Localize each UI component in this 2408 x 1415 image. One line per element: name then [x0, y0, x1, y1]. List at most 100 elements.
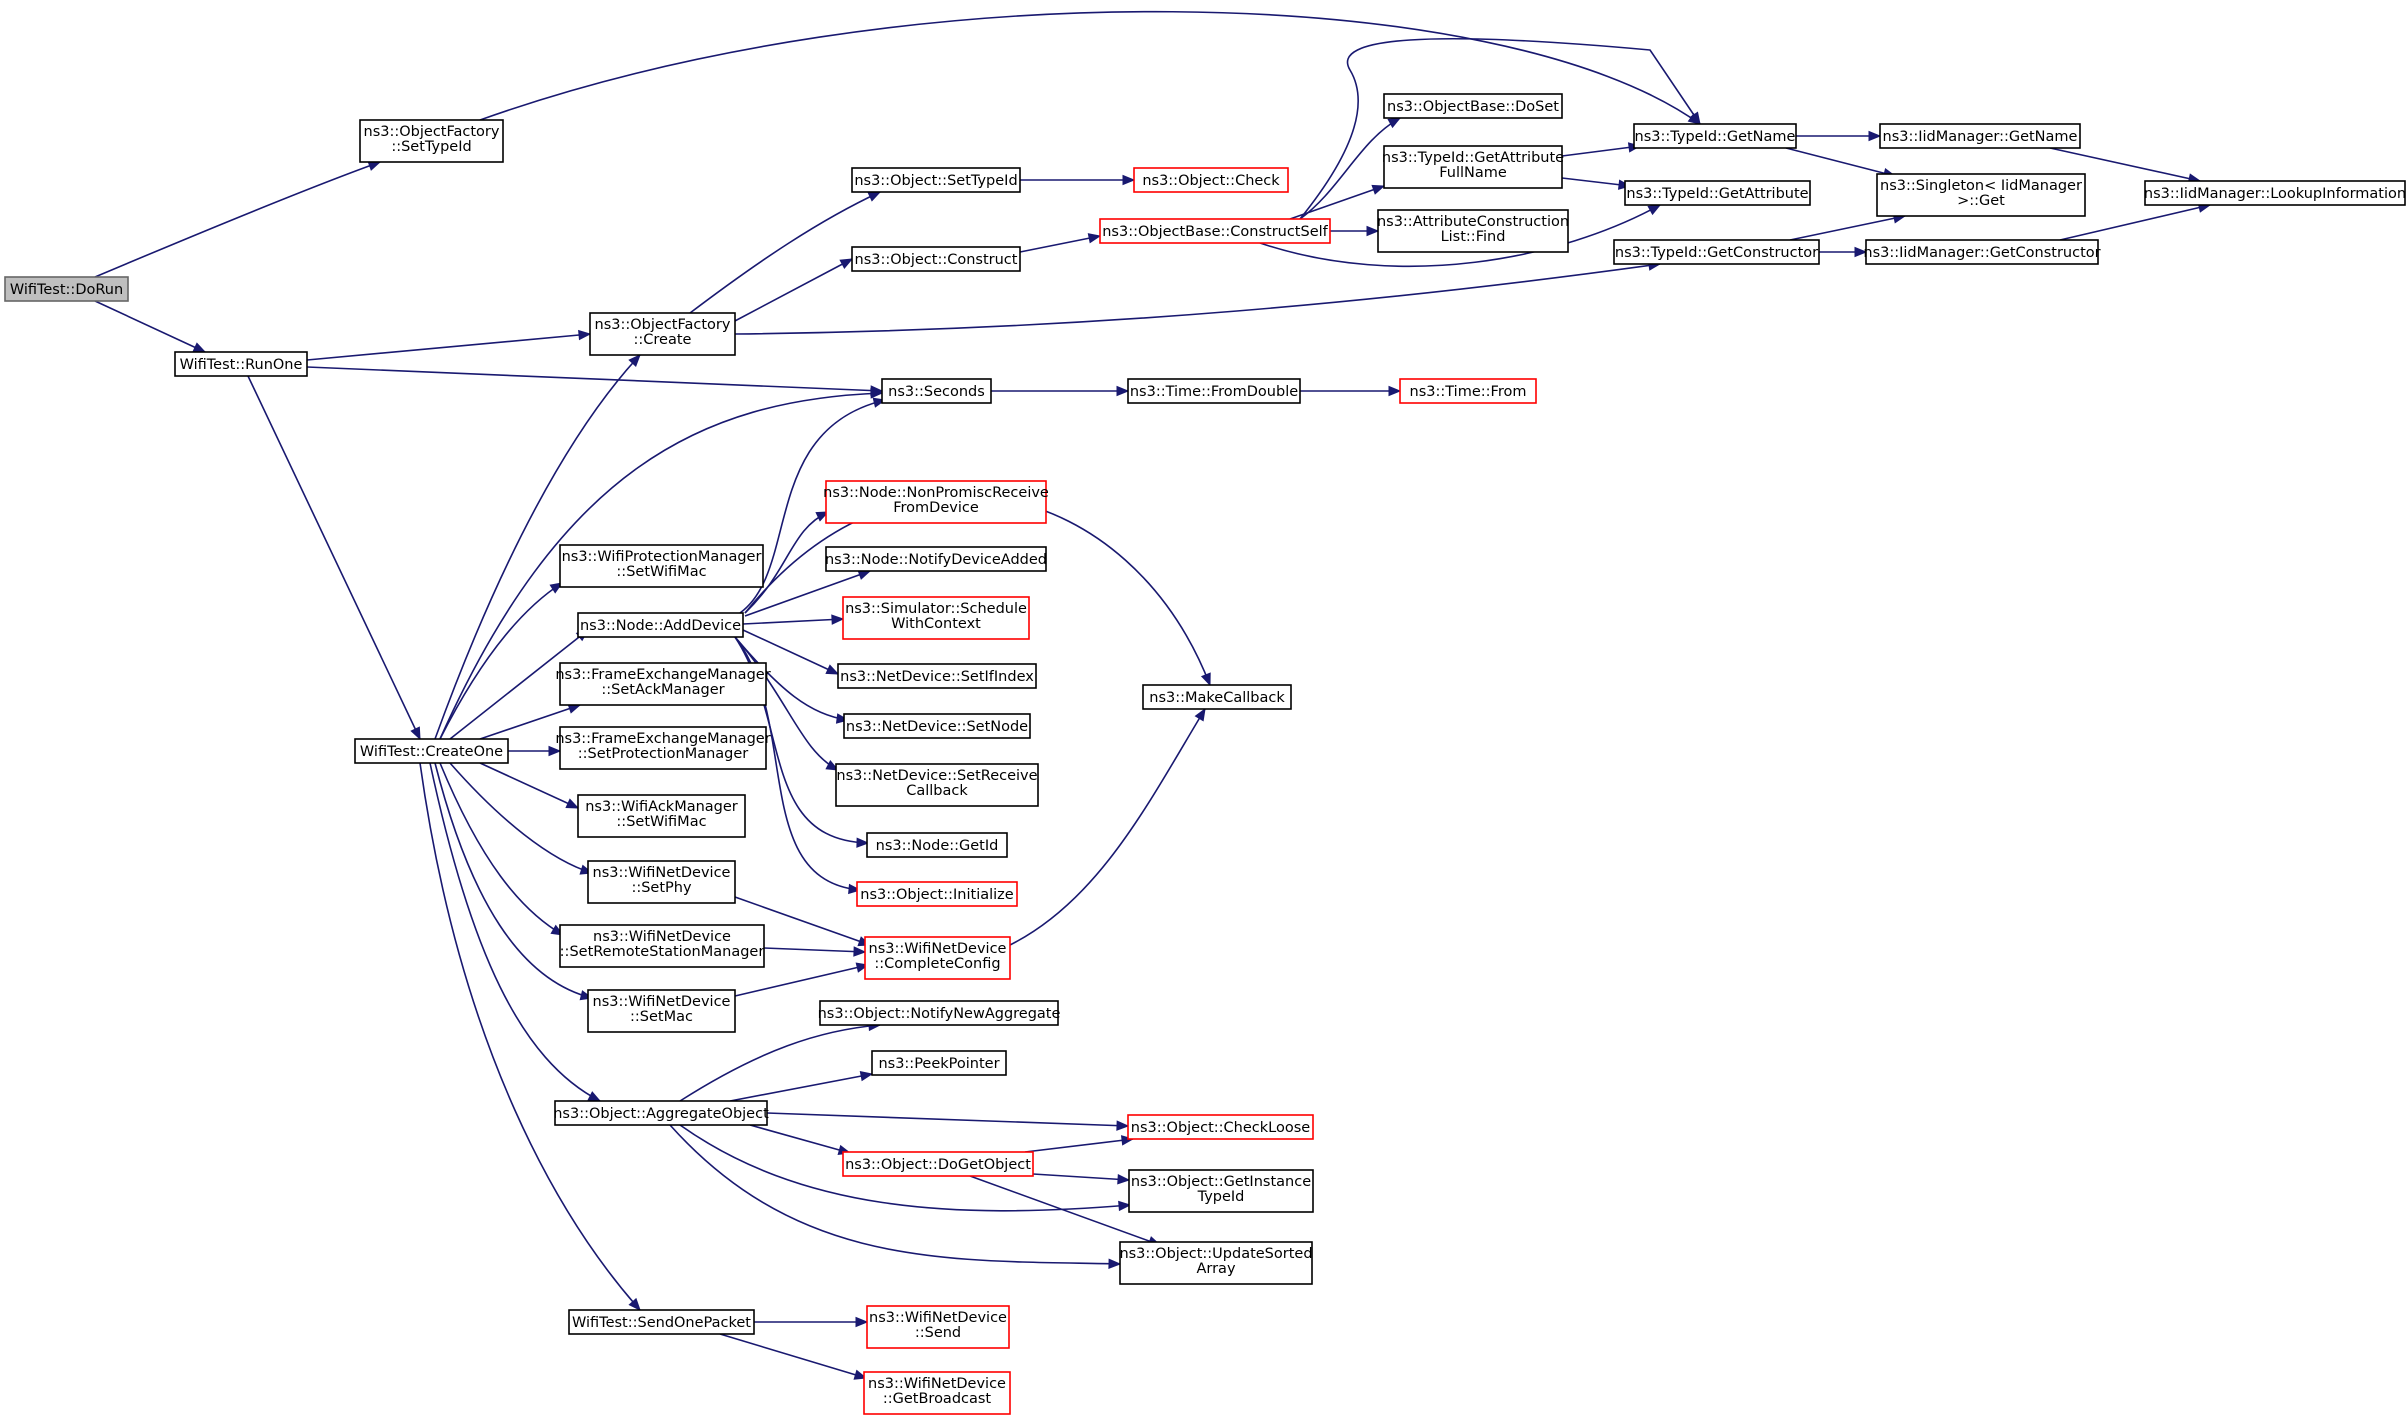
node-dorun[interactable]: WifiTest::DoRun — [4, 276, 129, 302]
edge-line — [744, 511, 829, 614]
node-label: ns3::WifiNetDevice — [868, 1376, 1006, 1392]
edge-line — [734, 636, 839, 771]
node-box — [1399, 378, 1537, 404]
arrowhead — [587, 1091, 602, 1102]
node-fem_setackmanager[interactable]: ns3::FrameExchangeManager::SetAckManager — [555, 662, 771, 706]
node-label: WifiTest::DoRun — [10, 282, 123, 298]
node-ob_constructself[interactable]: ns3::ObjectBase::ConstructSelf — [1099, 218, 1331, 244]
node-label: ns3::Node::GetId — [876, 838, 999, 854]
node-iid_getconstructor[interactable]: ns3::IidManager::GetConstructor — [1863, 239, 2101, 265]
node-label: ::SetTypeId — [391, 139, 471, 155]
node-singleton_get[interactable]: ns3::Singleton< IidManager>::Get — [1876, 173, 2086, 217]
node-wnd_getbroadcast[interactable]: ns3::WifiNetDevice::GetBroadcast — [863, 1371, 1011, 1415]
node-tid_getattribute[interactable]: ns3::TypeId::GetAttribute — [1624, 180, 1811, 206]
node-wnd_completeconfig[interactable]: ns3::WifiNetDevice::CompleteConfig — [864, 936, 1011, 980]
node-wnd_setrsm[interactable]: ns3::WifiNetDevice::SetRemoteStationMana… — [559, 924, 765, 968]
node-iid_getname[interactable]: ns3::IidManager::GetName — [1879, 123, 2081, 149]
node-iid_lookup[interactable]: ns3::IidManager::LookupInformation — [2144, 180, 2406, 206]
node-obj_checkloose[interactable]: ns3::Object::CheckLoose — [1127, 1114, 1314, 1140]
node-label: ns3::Node::NotifyDeviceAdded — [825, 552, 1047, 568]
node-label: ns3::Singleton< IidManager — [1880, 178, 2082, 194]
edge-line — [734, 896, 871, 946]
node-obj_construct[interactable]: ns3::Object::Construct — [851, 246, 1021, 272]
edge-line — [439, 582, 563, 740]
node-createone[interactable]: WifiTest::CreateOne — [354, 738, 509, 764]
edge-tid_getname-to-singleton_get — [1785, 147, 1897, 179]
node-obj_initialize[interactable]: ns3::Object::Initialize — [856, 881, 1018, 907]
node-wam_setwifimac[interactable]: ns3::WifiAckManager::SetWifiMac — [577, 794, 746, 838]
edge-line — [734, 964, 869, 997]
node-obj_settypeid[interactable]: ns3::Object::SetTypeId — [851, 167, 1021, 193]
edge-line — [719, 1333, 867, 1379]
arrowhead — [1118, 1200, 1132, 1212]
edge-createone-to-wpm_setwifimac — [439, 582, 564, 740]
arrowhead — [628, 1297, 641, 1311]
node-time_fromdouble[interactable]: ns3::Time::FromDouble — [1127, 378, 1301, 404]
node-box — [589, 312, 736, 356]
edge-line — [1024, 1138, 1134, 1153]
edge-line — [1299, 37, 1701, 220]
node-wnd_setmac[interactable]: ns3::WifiNetDevice::SetMac — [587, 989, 736, 1033]
node-label: ::SetAckManager — [601, 682, 724, 698]
node-node_adddevice[interactable]: ns3::Node::AddDevice — [577, 612, 744, 638]
edge-obj_aggregate-to-peekpointer — [729, 1070, 874, 1102]
edge-line — [1019, 235, 1101, 253]
node-wnd_send[interactable]: ns3::WifiNetDevice::Send — [866, 1305, 1010, 1349]
node-label: WifiTest::SendOnePacket — [572, 1315, 751, 1331]
edge-line — [439, 762, 564, 936]
edge-createone-to-fem_setackmanager — [479, 703, 582, 740]
node-obj_check[interactable]: ns3::Object::Check — [1133, 167, 1289, 193]
edge-line — [434, 762, 593, 999]
node-obj_dogetobject[interactable]: ns3::Object::DoGetObject — [842, 1151, 1034, 1177]
node-obj_notifynewagg[interactable]: ns3::Object::NotifyNewAggregate — [818, 1000, 1061, 1026]
call-graph-edges — [94, 10, 2212, 1380]
node-sendonepacket[interactable]: WifiTest::SendOnePacket — [568, 1309, 755, 1335]
node-of_create[interactable]: ns3::ObjectFactory::Create — [589, 312, 736, 356]
edge-wnd_completeconfig-to-makecallback — [1009, 707, 1206, 946]
node-makecallback[interactable]: ns3::MakeCallback — [1142, 684, 1292, 710]
edge-line — [306, 366, 883, 392]
node-time_from[interactable]: ns3::Time::From — [1399, 378, 1537, 404]
node-node_notifyadded[interactable]: ns3::Node::NotifyDeviceAdded — [825, 546, 1047, 572]
node-node_getid[interactable]: ns3::Node::GetId — [866, 832, 1008, 858]
edge-line — [1561, 145, 1641, 157]
node-peekpointer[interactable]: ns3::PeekPointer — [871, 1050, 1007, 1076]
edge-line — [742, 629, 839, 675]
edge-ob_constructself-to-tid_getattrfull — [1289, 184, 1386, 220]
node-seconds[interactable]: ns3::Seconds — [881, 378, 992, 404]
node-of_settypeid[interactable]: ns3::ObjectFactory::SetTypeId — [359, 119, 504, 163]
edge-line — [2049, 147, 2201, 182]
node-label: ns3::NetDevice::SetIfIndex — [840, 669, 1034, 685]
node-label: List::Find — [1441, 229, 1506, 245]
arrowhead — [1108, 1258, 1122, 1269]
node-label: ns3::Seconds — [888, 384, 985, 400]
node-label: ns3::AttributeConstruction — [1377, 214, 1569, 230]
node-nd_setifindex[interactable]: ns3::NetDevice::SetIfIndex — [837, 663, 1037, 689]
node-runone[interactable]: WifiTest::RunOne — [174, 351, 308, 377]
node-wnd_setphy[interactable]: ns3::WifiNetDevice::SetPhy — [587, 860, 736, 904]
edge-line — [1289, 185, 1385, 220]
node-wpm_setwifimac[interactable]: ns3::WifiProtectionManager::SetWifiMac — [559, 544, 764, 588]
node-tid_getconstructor[interactable]: ns3::TypeId::GetConstructor — [1613, 239, 1820, 265]
edge-node_adddevice-to-sim_schedule — [742, 614, 845, 625]
node-box — [174, 351, 308, 377]
node-box — [554, 1100, 768, 1126]
arrowhead — [839, 258, 854, 270]
node-obj_aggregate[interactable]: ns3::Object::AggregateObject — [553, 1100, 769, 1126]
node-fem_setprotmanager[interactable]: ns3::FrameExchangeManager::SetProtection… — [555, 726, 771, 770]
node-ob_doset[interactable]: ns3::ObjectBase::DoSet — [1383, 93, 1563, 119]
edge-sendonepacket-to-wnd_send — [754, 1316, 869, 1328]
node-nd_setnode[interactable]: ns3::NetDevice::SetNode — [843, 713, 1031, 739]
node-label: ns3::WifiNetDevice — [869, 941, 1007, 957]
edge-line — [429, 762, 601, 1102]
edge-line — [439, 392, 883, 740]
node-tid_getname[interactable]: ns3::TypeId::GetName — [1633, 123, 1797, 149]
node-label: ns3::WifiNetDevice — [593, 865, 731, 881]
